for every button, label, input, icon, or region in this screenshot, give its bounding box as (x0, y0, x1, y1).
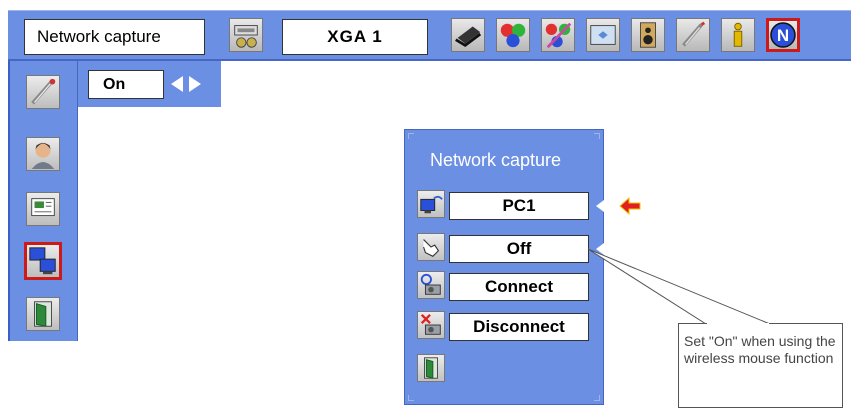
connect-button[interactable]: Connect (449, 273, 589, 301)
input-source-display: XGA 1 (282, 19, 428, 55)
network-capture-dialog: Network capture PC1 Off Connect Disconne… (404, 129, 641, 405)
submenu-sidebar (10, 61, 78, 341)
color-balls-icon[interactable] (496, 18, 530, 52)
mouse-function-field[interactable]: Off (449, 235, 589, 263)
presentation-icon[interactable] (26, 192, 60, 226)
pc-source-field[interactable]: PC1 (449, 192, 589, 220)
disconnect-button[interactable]: Disconnect (449, 313, 589, 341)
dialog-title: Network capture (430, 150, 562, 170)
pointer-hand-icon (417, 233, 445, 261)
person-icon[interactable] (26, 137, 60, 171)
input-icon[interactable] (229, 18, 263, 52)
info-icon[interactable] (721, 18, 755, 52)
left-right-arrows-icon[interactable] (169, 75, 203, 93)
network-pc-icon[interactable] (24, 242, 62, 280)
pencil-color-icon[interactable] (541, 18, 575, 52)
screen-icon[interactable] (586, 18, 620, 52)
setting-tools-icon[interactable] (26, 75, 60, 109)
network-capture-value[interactable]: On (88, 70, 164, 99)
laptop-icon[interactable] (451, 18, 485, 52)
menu-title: Network capture (24, 19, 205, 55)
pointer-arrow-icon (619, 197, 641, 215)
network-capture-value-row: On (78, 61, 221, 107)
left-right-arrows-icon[interactable] (595, 242, 617, 256)
network-submenu-panel: On (8, 61, 221, 341)
speaker-icon[interactable] (631, 18, 665, 52)
pc-source-icon (417, 190, 445, 218)
connect-icon (417, 271, 445, 299)
left-right-arrows-icon[interactable] (595, 199, 617, 213)
svg-text:N: N (777, 26, 789, 45)
exit-door-icon[interactable] (417, 354, 445, 382)
callout-note: Set "On" when using the wireless mouse f… (678, 323, 843, 408)
exit-door-icon[interactable] (26, 297, 60, 331)
tools-icon[interactable] (676, 18, 710, 52)
network-icon[interactable]: N (766, 18, 800, 52)
disconnect-icon (417, 311, 445, 339)
top-menu-bar: Network capture XGA 1 N (8, 10, 851, 61)
